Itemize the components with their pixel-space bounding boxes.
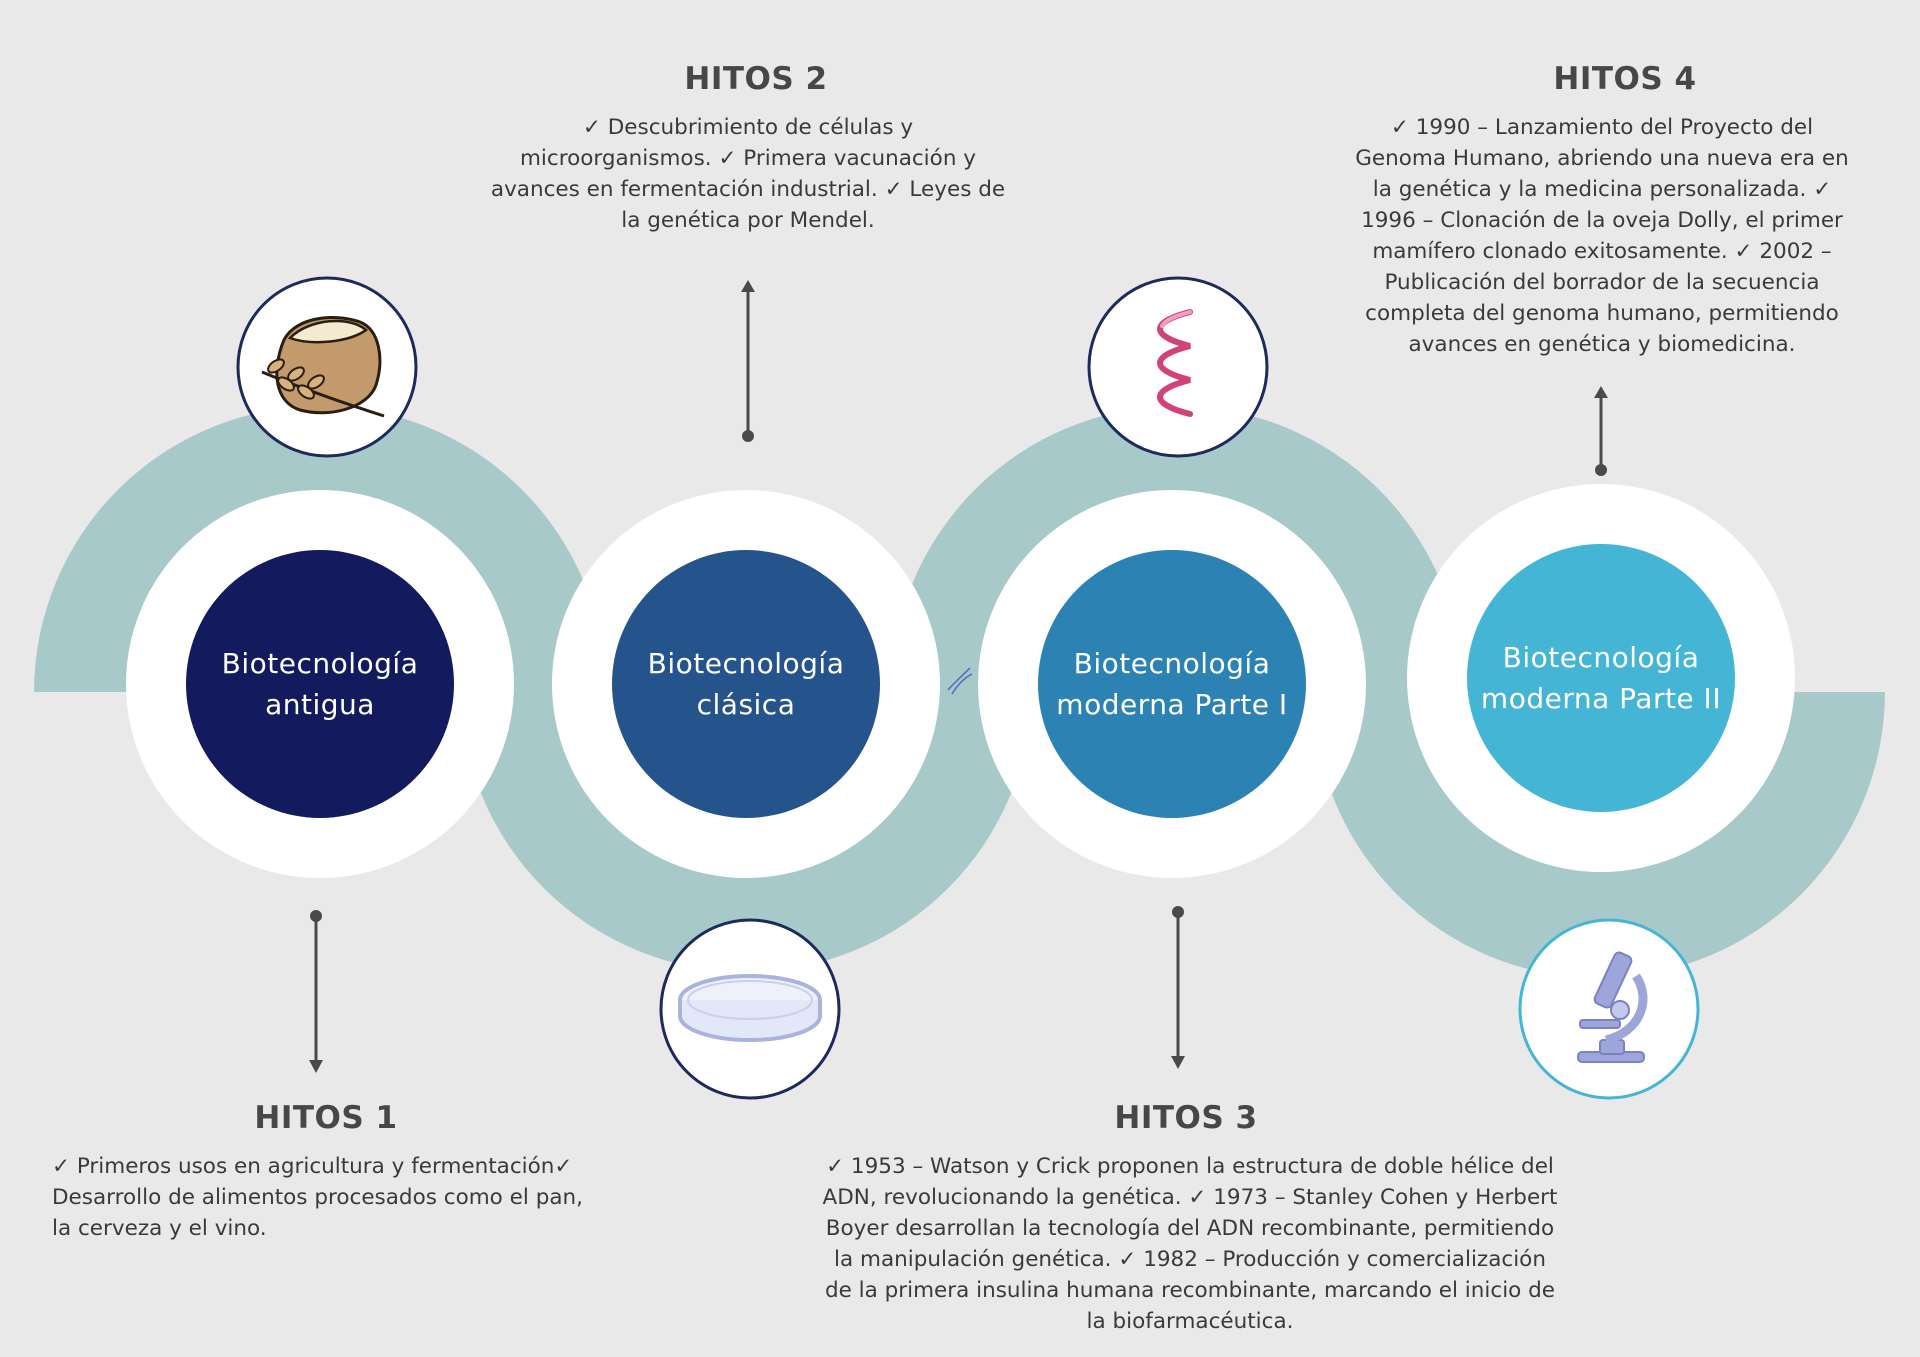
stage-label-1: Biotecnología antigua <box>221 647 419 721</box>
stage-label-4: Biotecnología moderna Parte II <box>1480 641 1722 715</box>
wheat-sack-icon <box>236 276 418 458</box>
petri-dish-icon <box>659 918 841 1100</box>
small-dna-icon <box>947 667 973 695</box>
stage-disc-1 <box>186 550 454 818</box>
hitos-4-text: ✓ 1990 – Lanzamiento del Proyecto del Ge… <box>1355 115 1849 357</box>
dna-helix-icon <box>1087 276 1269 458</box>
hitos-4-title: HITOS 4 <box>1553 61 1697 97</box>
hitos-1-text: ✓ Primeros usos en agricultura y ferment… <box>52 1154 583 1241</box>
stage-disc-4 <box>1467 544 1735 812</box>
connector-hitos-4 <box>1594 386 1608 476</box>
hitos-3-title: HITOS 3 <box>1114 1100 1258 1136</box>
stage-disc-2 <box>612 550 880 818</box>
microscope-icon <box>1518 918 1700 1100</box>
stage-label-2: Biotecnología clásica <box>647 647 845 721</box>
stage-label-3: Biotecnología moderna Parte I <box>1056 647 1288 721</box>
connector-hitos-3 <box>1171 906 1185 1069</box>
hitos-2-text: ✓ Descubrimiento de células y microorgan… <box>490 115 1006 233</box>
hitos-2-title: HITOS 2 <box>684 61 828 97</box>
connectors <box>309 280 1608 1073</box>
hitos-1-title: HITOS 1 <box>254 1100 398 1136</box>
hitos-3-text: ✓ 1953 – Watson y Crick proponen la estr… <box>822 1154 1558 1334</box>
connector-hitos-2 <box>741 280 755 442</box>
stage-disc-3 <box>1038 550 1306 818</box>
connector-hitos-1 <box>309 910 323 1073</box>
